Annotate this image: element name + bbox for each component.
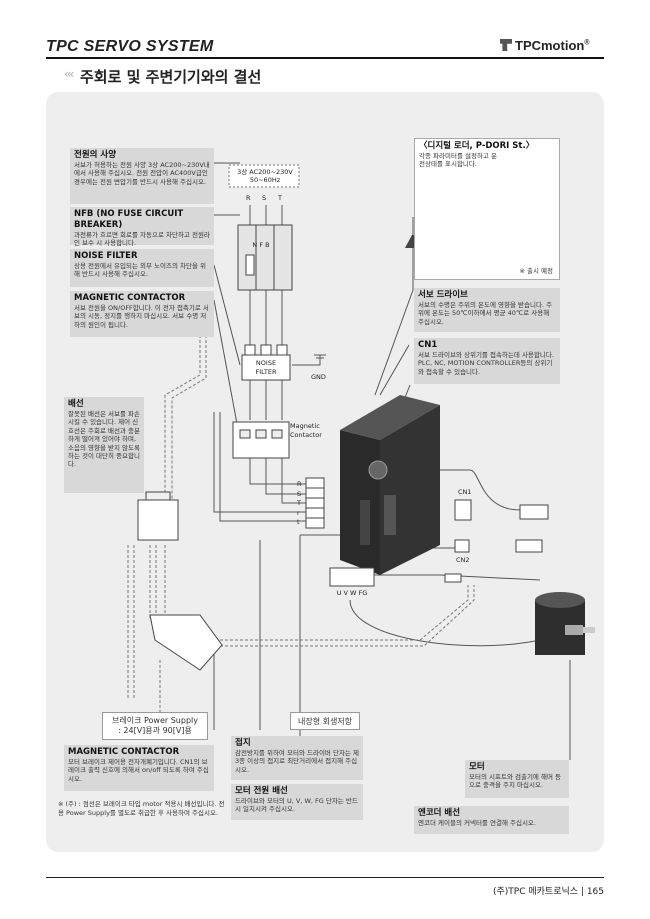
header-rule [46,57,604,59]
mc-label-1: Magnetic [290,422,320,430]
footer-rule [46,877,604,878]
terminal-r-label: R [297,480,302,488]
nfb-device [237,224,293,291]
page-number: 165 [586,887,604,897]
noise-filter-label-1: NOISE [255,359,277,367]
mc-box: MAGNETIC CONTACTOR 서보 전원을 ON/OFF합니다. 이 전… [70,291,214,337]
power-spec-body: 서보가 허용하는 전원 사양 3상 AC200~230V내에서 사용해 주십시오… [74,161,210,186]
brake-power-supply-device [137,491,179,541]
motor-body: 모터의 시프트와 검출기에 해머 등으로 충격을 주지 마십시오. [469,773,561,790]
power-spec-box: 전원의 사양 서보가 허용하는 전원 사양 3상 AC200~230V내에서 사… [70,148,214,204]
section-arrows-icon: ‹‹‹ [64,67,75,81]
ground-body: 감전방지를 위하여 모터와 드라이버 단자는 제 3종 이상의 접지로 최단거리… [235,749,359,774]
magnetic-contactor-device [232,421,290,459]
brake-ps-line1: 브레이크 Power Supply [112,716,198,725]
gnd-label: GND [311,373,326,381]
cn1-label: CN1 [458,488,472,496]
brake-mc-device [149,614,223,671]
brake-mc-title: MAGNETIC CONTACTOR [68,747,180,757]
brake-mc-body: 모터 브레이크 제어용 전자개폐기입니다. CN1의 브레이크 출력 신호에 의… [68,758,209,783]
motor-box: 모터 모터의 시프트와 검출기에 해머 등으로 충격을 주지 마십시오. [465,760,569,798]
encoder-title: 엔코더 배선 [418,808,461,818]
motor-power-title: 모터 전원 배선 [235,786,288,796]
motor-title: 모터 [469,762,485,772]
terminal-t2-label: t [297,518,300,527]
drive-box: 서보 드라이브 서보의 수명은 주위의 온도에 영향을 받습니다. 주위에 온도… [414,288,560,332]
ground-box: 접지 감전방지를 위하여 모터와 드라이버 단자는 제 3종 이상의 접지로 최… [231,736,363,780]
uvw-terminal [329,567,375,587]
brake-mc-box: MAGNETIC CONTACTOR 모터 브레이크 제어용 전자개폐기입니다.… [64,745,214,791]
brake-ps-line2: : 24[V]용과 90[V]용 [118,726,192,735]
document-title: TPC SERVO SYSTEM [46,38,214,55]
phase-r-label: R [246,194,251,202]
noise-filter-device [241,344,291,381]
uvwfg-label: U V W FG [336,589,368,597]
power-spec-title: 전원의 사양 [74,150,117,160]
motor-power-body: 드라이브와 모터의 U, V, W, FG 단자는 반드시 일치시켜 주십시오. [235,797,358,814]
encoder-box: 엔코더 배선 엔코더 케이블의 커넥터를 연결해 주십시오. [414,806,569,834]
wiring-box: 배선 잘못된 배선은 서보를 파손 시킬 수 있습니다. 제어 신호선은 주회로… [64,397,144,493]
mc-label-2: Contactor [290,431,322,439]
footer: (주)TPC 메카트로닉스 | 165 [492,887,604,897]
brand-logo: TPCmotion® [500,38,590,53]
cn2-connector [444,539,543,583]
drive-body: 서보의 수명은 주위의 온도에 영향을 받습니다. 주위에 온도는 50℃이하에… [418,301,553,326]
mc-title: MAGNETIC CONTACTOR [74,293,186,303]
nfb-label: N F B [252,241,270,249]
cn1-box: CN1 서보 드라이브와 상위기를 접속하는데 사용합니다. PLC, NC, … [414,338,560,384]
loader-title: 〈디지털 로더, P-DORI St.〉 [419,141,535,151]
terminal-s-label: S [297,489,302,498]
nfb-title: NFB (NO FUSE CIRCUIT BREAKER) [74,209,184,230]
terminal-block [305,477,325,529]
loader-body: 각종 파라미터를 설정하고 운전상태를 표시합니다. [419,152,497,169]
wiring-body: 잘못된 배선은 서보를 파손 시킬 수 있습니다. 제어 신호선은 주회로 배선… [68,410,140,469]
servo-motor-image [535,592,595,655]
loader-box: 〈디지털 로더, P-DORI St.〉 각종 파라미터를 설정하고 운전상태를… [414,138,560,280]
logo-text: TPCmotion [515,38,585,53]
section-title: 주회로 및 주변기기와의 결선 [80,68,262,86]
supply-spec-box [228,164,300,188]
ground-title: 접지 [235,738,251,748]
noise-filter-label-2: FILTER [255,368,277,376]
cn1-connector [454,499,549,521]
cn1-body: 서보 드라이브와 상위기를 접속하는데 사용합니다. PLC, NC, MOTI… [418,351,554,376]
noise-filter-title: NOISE FILTER [74,251,138,261]
regen-title: 내장형 회생저항 [297,717,353,726]
encoder-body: 엔코더 케이블의 커넥터를 연결해 주십시오. [418,819,536,827]
drive-title: 서보 드라이브 [418,290,468,300]
supply-frequency-label: 50~60Hz [249,176,281,184]
cn1-title: CN1 [418,340,438,350]
motor-power-box: 모터 전원 배선 드라이브와 모터의 U, V, W, FG 단자는 반드시 일… [231,784,363,820]
brake-note: ※ (주) : 점선은 브레이크 타입 motor 적용시 배선입니다. 전용 … [58,800,225,817]
terminal-t-label: T [297,499,301,508]
terminal-r2-label: r [297,508,300,517]
loader-footnote: ※ 출시 예정 [519,266,554,275]
nfb-body: 과전류가 흐르면 회로를 자동으로 차단하고 전원라인 보수 시 사용합니다. [74,231,210,248]
noise-filter-body: 상용 전원에서 유입되는 외부 노이즈의 차단을 위해 반드시 사용해 주십시오… [74,262,206,279]
phase-t-label: T [278,194,282,202]
terminal-labels: R S T r t [297,480,302,528]
wiring-title: 배선 [68,399,84,409]
regen-box: 내장형 회생저항 [290,712,360,730]
footer-company: (주)TPC 메카트로닉스 [492,887,579,897]
noise-filter-box: NOISE FILTER 상용 전원에서 유입되는 외부 노이즈의 차단을 위해… [70,249,214,287]
nfb-box: NFB (NO FUSE CIRCUIT BREAKER) 과전류가 흐르면 회… [70,207,214,248]
mc-body: 서보 전원을 ON/OFF합니다. 이 전자 접촉기로 서보의 시동, 정지를 … [74,304,209,329]
brake-ps-box: 브레이크 Power Supply : 24[V]용과 90[V]용 [102,712,208,740]
phase-s-label: S [262,194,267,202]
cn2-label: CN2 [456,556,470,564]
servo-drive-image [340,395,440,575]
supply-voltage-label: 3상 AC200~230V [237,168,293,176]
logo-registered: ® [584,39,590,47]
